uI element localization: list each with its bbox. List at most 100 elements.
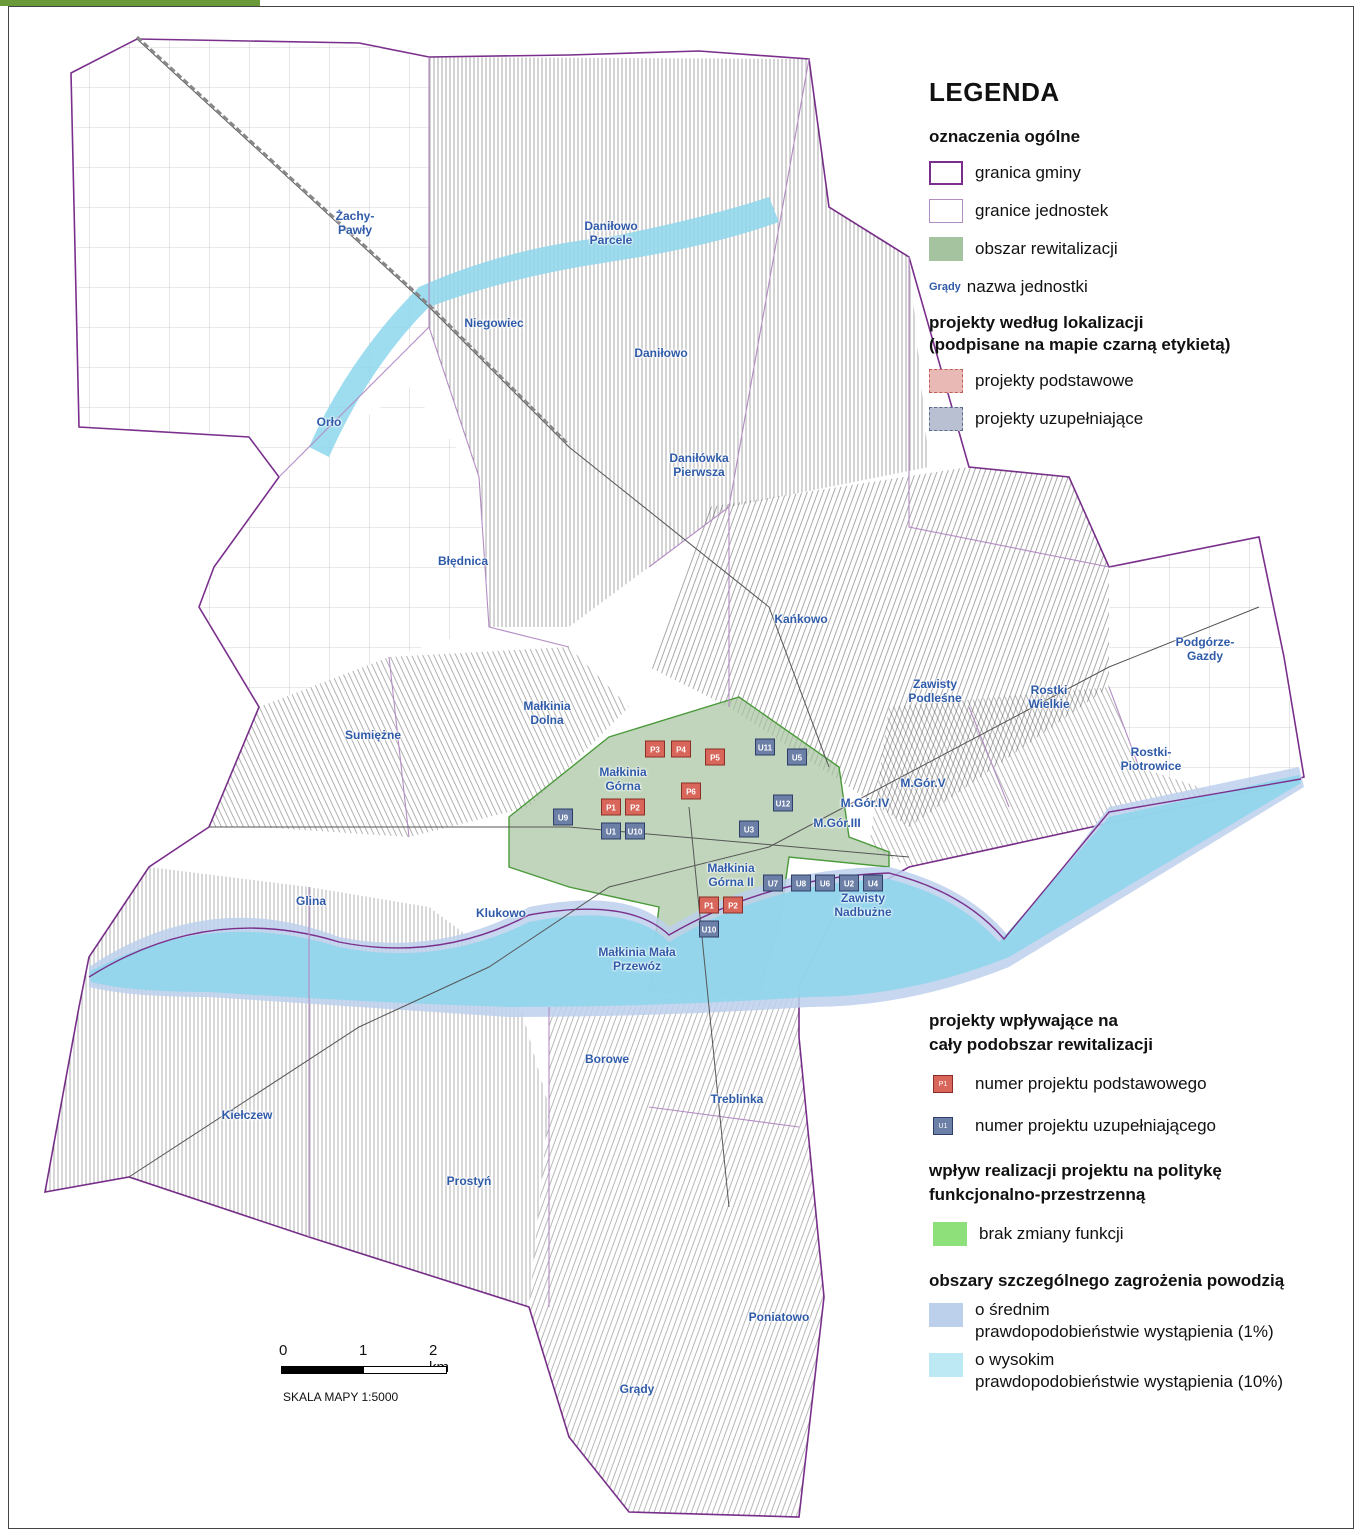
unit-label-orlo: Orło [316, 415, 342, 429]
legend-item-flood-medium: o średnim prawdopodobieństwie wystąpieni… [929, 1299, 1364, 1343]
strip-fields-west [209, 647, 629, 837]
legend-label: nazwa jednostki [966, 277, 1088, 296]
river-bug [88, 778, 1302, 978]
unit-label-klukowo: Klukowo [476, 906, 526, 920]
legend-item-flood-high: o wysokim prawdopodobieństwie wystąpieni… [929, 1349, 1364, 1393]
unit-name-sample: Grądy [929, 281, 961, 293]
legend-label: obszar rewitalizacji [975, 239, 1118, 258]
swatch-supplementary-projects [929, 407, 963, 431]
top-color-strip [0, 0, 260, 6]
parcel-area-bledna [199, 387, 489, 707]
project-badge-u4: U4 [863, 874, 883, 892]
legend-item-municipality-boundary: granica gminy [929, 154, 1359, 192]
scale-tick-0: 0 [279, 1342, 288, 1359]
unit-label-blednica: Błędnica [437, 554, 489, 568]
unit-label-zachy-pawly: Żachy- Pawły [335, 209, 375, 237]
project-badge-p1: P1 [601, 798, 621, 816]
legend-general-header: oznaczenia ogólne [929, 127, 1081, 146]
unit-label-kankowo: Kańkowo [774, 612, 828, 626]
strip-fields-east [869, 687, 1229, 867]
badge-supplementary-project: U1 [933, 1117, 953, 1135]
legend-item-supplementary-projects: projekty uzupełniające [929, 400, 1359, 438]
legend-label: brak zmiany funkcji [979, 1224, 1124, 1243]
legend-label: o wysokim prawdopodobieństwie wystąpieni… [975, 1350, 1284, 1391]
parcel-area-east [1109, 537, 1299, 797]
swatch-unit-boundaries [929, 199, 963, 223]
unit-label-zawisty-nadbuzne: Zawisty Nadbużne [834, 891, 892, 919]
project-badge-u12: U12 [773, 794, 793, 812]
project-badge-p2: P2 [625, 798, 645, 816]
unit-boundaries [278, 57, 1140, 1307]
unit-label-malkinia-gorna-ii: Małkinia Górna II [707, 861, 755, 889]
project-badge-u10-south: U10 [699, 920, 719, 938]
project-badge-p1-south: P1 [699, 896, 719, 914]
flood-zone-north [309, 197, 779, 457]
legend-item-unit-name: Grądy nazwa jednostki [929, 268, 1359, 306]
project-badge-u1: U1 [601, 822, 621, 840]
unit-label-treblinka: Treblinka [710, 1092, 764, 1106]
project-badge-u2: U2 [839, 874, 859, 892]
unit-label-grady: Grądy [619, 1382, 655, 1396]
scale-segment-black [281, 1366, 363, 1374]
swatch-flood-high [929, 1353, 963, 1377]
unit-label-malkinia-mala-przewoz: Małkinia Mała Przewóz [598, 945, 676, 973]
legend-item-basic-project-number: P1 numer projektu podstawowego [929, 1063, 1364, 1105]
swatch-no-function-change [933, 1222, 967, 1246]
badge-basic-project: P1 [933, 1075, 953, 1093]
legend-item-unit-boundaries: granice jednostek [929, 192, 1359, 230]
legend-whole-area-header: projekty wpływające na cały podobszar re… [929, 1011, 1153, 1054]
project-badge-u5: U5 [787, 748, 807, 766]
unit-label-danilowka-pierwsza: Daniłówka Pierwsza [669, 451, 729, 479]
project-badge-u7: U7 [763, 874, 783, 892]
legend-policy-header: wpływ realizacji projektu na politykę fu… [929, 1161, 1222, 1204]
unit-label-podgorze-gazdy: Podgórze- Gazdy [1175, 635, 1235, 663]
swatch-flood-medium [929, 1303, 963, 1327]
unit-label-m-gor-v: M.Gór.V [900, 776, 946, 790]
swatch-municipality-boundary [929, 161, 963, 185]
unit-label-malkinia-dolna: Małkinia Dolna [523, 699, 571, 727]
legend-label: projekty uzupełniające [975, 409, 1144, 428]
legend-item-basic-projects: projekty podstawowe [929, 362, 1359, 400]
flood-zone-high [89, 775, 1301, 1007]
legend-lower: projekty wpływające na cały podobszar re… [929, 1009, 1364, 1399]
legend-location-header: projekty według lokalizacji (podpisane n… [929, 313, 1231, 354]
project-badge-u8: U8 [791, 874, 811, 892]
legend-item-no-function-change: brak zmiany funkcji [929, 1213, 1364, 1255]
legend-label: numer projektu podstawowego [975, 1074, 1207, 1093]
strip-fields-south [529, 987, 824, 1517]
project-badge-u6: U6 [815, 874, 835, 892]
railway [135, 35, 571, 447]
unit-label-poniatowo: Poniatowo [748, 1310, 810, 1324]
project-badge-u11: U11 [755, 738, 775, 756]
unit-label-malkinia-gorna: Małkinia Górna [599, 765, 647, 793]
legend-flood-header: obszary szczególnego zagrożenia powodzią [929, 1271, 1285, 1290]
project-badge-u3: U3 [739, 820, 759, 838]
unit-label-glina: Glina [295, 894, 327, 908]
legend-item-supplementary-project-number: U1 numer projektu uzupełniającego [929, 1105, 1364, 1147]
legend-upper: LEGENDA oznaczenia ogólne granica gminy … [929, 77, 1359, 438]
unit-label-m-gor-iv: M.Gór.IV [840, 796, 890, 810]
parcel-area-north-west [71, 39, 429, 477]
project-badge-p4: P4 [671, 740, 691, 758]
project-badge-p6: P6 [681, 782, 701, 800]
unit-label-m-gor-iii: M.Gór.III [813, 816, 861, 830]
unit-label-borowe: Borowe [584, 1052, 630, 1066]
unit-label-niegowiec: Niegowiec [464, 316, 524, 330]
scale-caption: SKALA MAPY 1:5000 [283, 1390, 399, 1404]
legend-item-revitalization-area: obszar rewitalizacji [929, 230, 1359, 268]
legend-label: granica gminy [975, 163, 1081, 182]
unit-label-prostyn: Prostyń [446, 1174, 492, 1188]
unit-label-danilowo-parcele: Daniłowo Parcele [584, 219, 638, 247]
project-badge-p3: P3 [645, 740, 665, 758]
strip-fields-north [429, 57, 929, 627]
legend-label: projekty podstawowe [975, 371, 1134, 390]
swatch-revitalization-area [929, 237, 963, 261]
legend-label: o średnim prawdopodobieństwie wystąpieni… [975, 1300, 1274, 1341]
project-badge-p2-south: P2 [723, 896, 743, 914]
project-badge-u9: U9 [553, 808, 573, 826]
municipality-map [44, 35, 1305, 1518]
legend-label: granice jednostek [975, 201, 1109, 220]
project-badge-u10: U10 [625, 822, 645, 840]
scale-segment-white [363, 1366, 447, 1374]
legend-label: numer projektu uzupełniającego [975, 1116, 1216, 1135]
